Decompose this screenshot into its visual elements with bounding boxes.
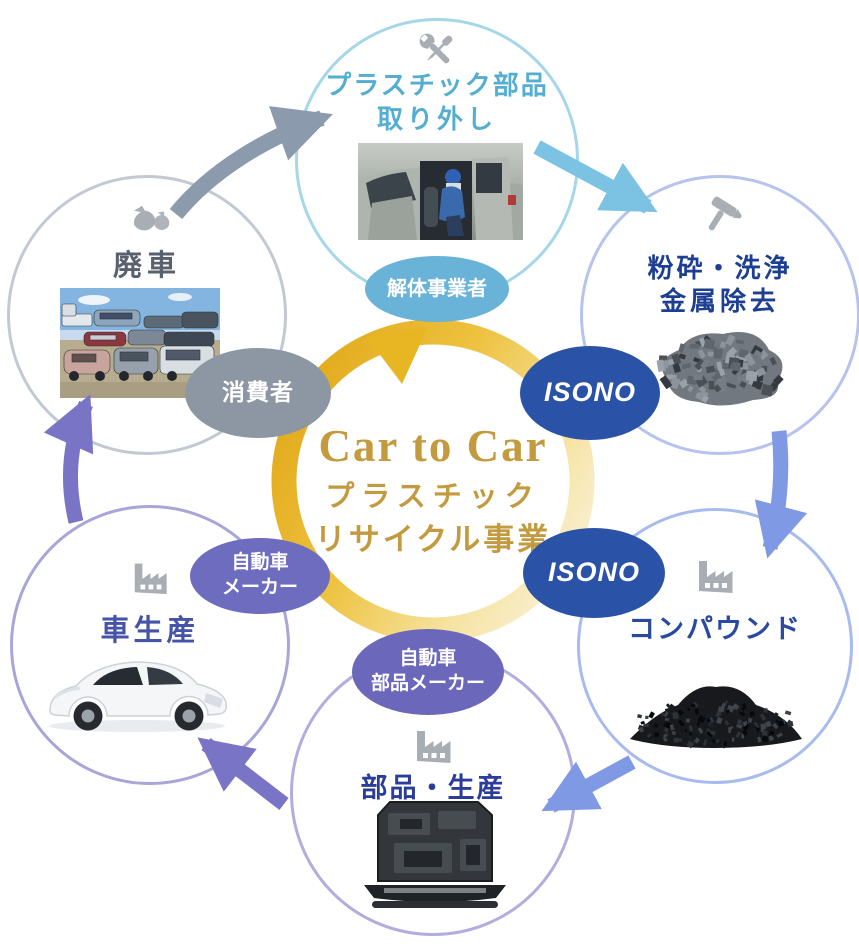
badge-label-line2: 部品メーカー <box>370 673 485 694</box>
factory-icon <box>417 731 451 763</box>
badge-consumer: 消費者 <box>185 348 331 438</box>
badge-car-maker: 自動車 メーカー <box>190 538 330 614</box>
badge-label-line1: 自動車 <box>399 648 457 670</box>
node-title-line2: 取り外し <box>376 104 497 134</box>
badge-isono-top: ISONO <box>520 346 660 440</box>
tools-icon <box>419 33 453 64</box>
node-parts-production: 部品・生産 <box>290 650 576 936</box>
center-subtitle-line1: プラスチック <box>325 481 541 513</box>
black-pellets-photo <box>630 686 802 749</box>
scrap-cars-photo <box>60 288 220 398</box>
node-title: 部品・生産 <box>360 773 506 803</box>
molded-part-photo <box>364 801 506 908</box>
node-title: 廃車 <box>112 250 181 282</box>
node-title: コンパウンド <box>628 614 802 644</box>
worker-dismantling-car-photo <box>358 143 523 240</box>
factory-icon <box>134 563 167 595</box>
node-title: 車生産 <box>100 615 200 647</box>
badge-label-line2: メーカー <box>221 577 298 598</box>
node-title: 粉砕・洗浄 <box>647 253 793 283</box>
badge-label: 消費者 <box>222 379 294 406</box>
badge-label: 解体事業者 <box>387 278 487 300</box>
hammer-icon <box>708 196 742 231</box>
crushed-plastic-flakes-photo <box>656 332 784 406</box>
isono-logo: ISONO <box>547 557 640 588</box>
node-title-line2: 金属除去 <box>659 286 780 316</box>
isono-logo: ISONO <box>543 377 636 408</box>
badge-label-line1: 自動車 <box>231 552 289 574</box>
badge-parts-maker: 自動車 部品メーカー <box>352 629 504 715</box>
bags-icon <box>133 205 170 231</box>
node-title: プラスチック部品 <box>325 70 549 100</box>
recycle-cycle-arrowhead <box>366 327 428 384</box>
badge-isono-bottom: ISONO <box>523 528 665 618</box>
factory-icon <box>699 561 733 593</box>
node-plastic-parts-removal: プラスチック部品 取り外し <box>295 18 579 302</box>
badge-dismantler: 解体事業者 <box>365 256 509 322</box>
white-car-photo <box>49 661 228 732</box>
